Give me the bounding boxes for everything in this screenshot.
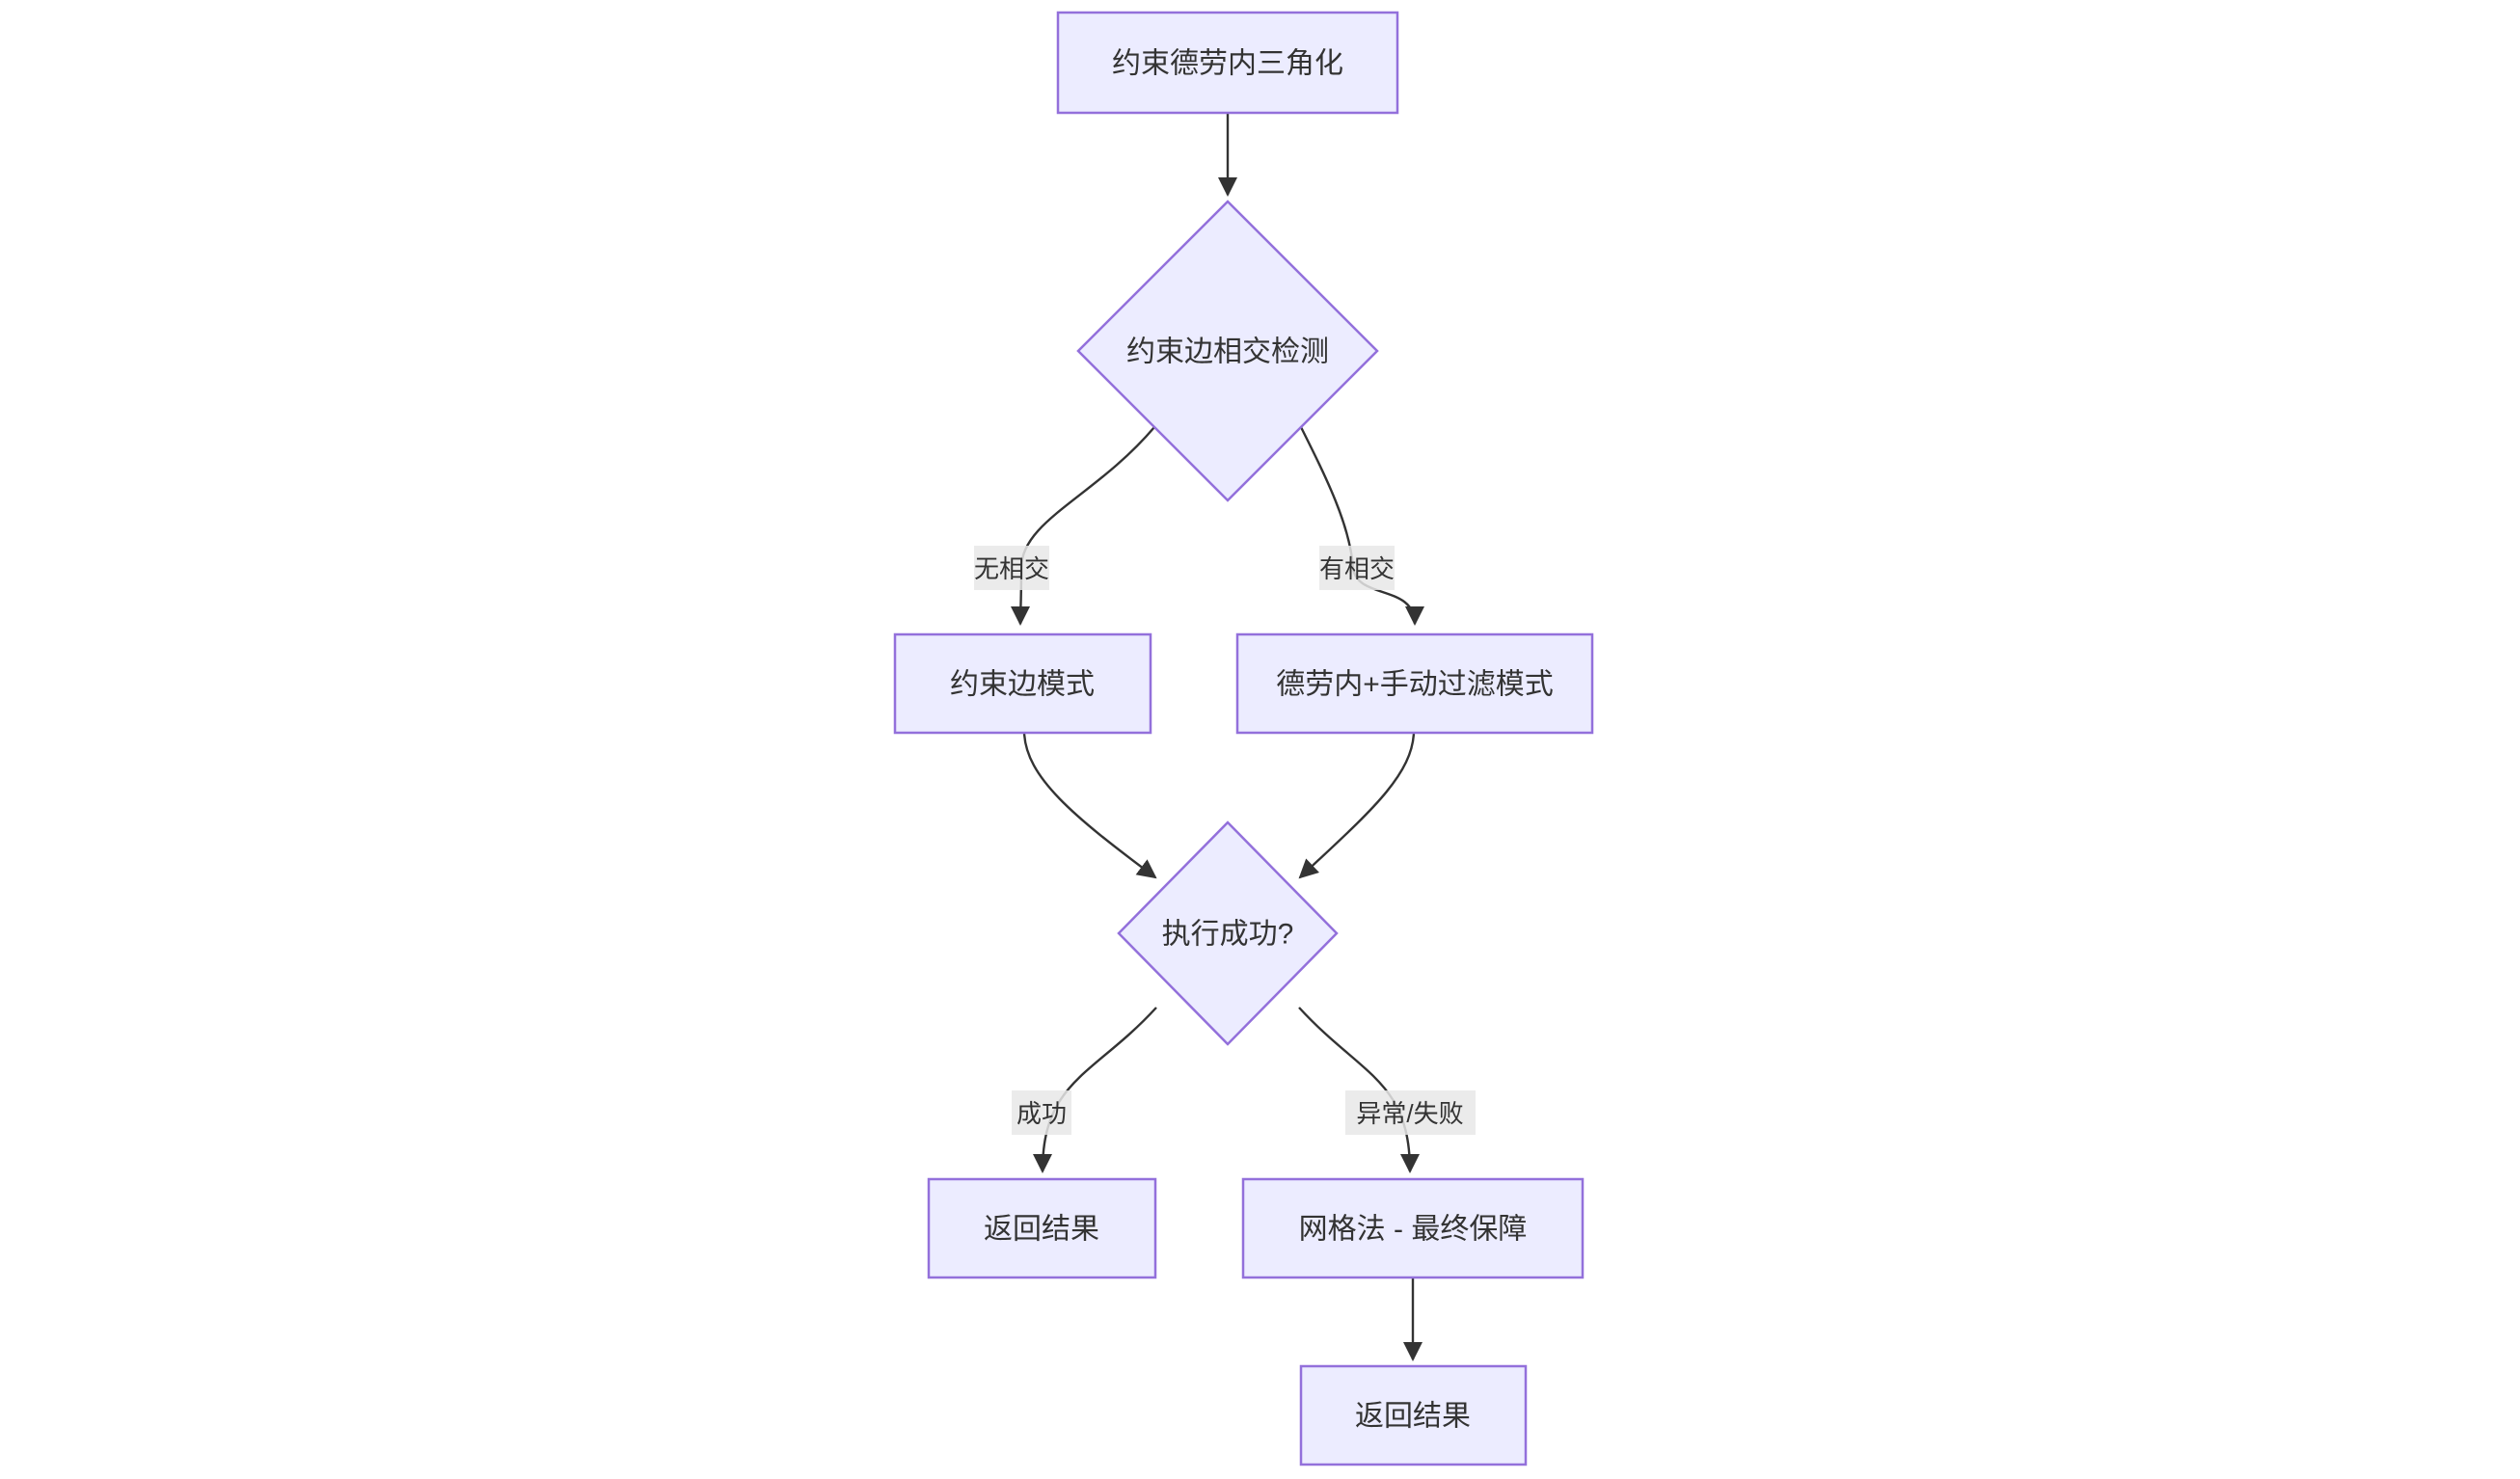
node-constrained-mode-label: 约束边模式 [950,669,1095,701]
edge-constrained-to-exec [1022,732,1157,879]
node-return-result-2-shape [1299,1364,1528,1466]
node-delaunay-filter-mode: 德劳内+手动过滤模式 [1235,632,1594,735]
edge-label-text: 异常/失败 [1356,1099,1463,1128]
edge-label-text: 无相交 [974,554,1049,583]
node-exec-success-shape [1117,820,1339,1046]
edge-label-bg [1345,1090,1476,1135]
node-return-result-2-label: 返回结果 [1355,1401,1471,1433]
node-constrained-mode-shape [893,632,1152,735]
edge-label-fail: 异常/失败 [1345,1090,1476,1135]
edge-delaunay-to-exec [1298,732,1416,879]
edge-label-no-intersect: 无相交 [974,546,1049,590]
edge-label-bg [974,546,1049,590]
edge-label-has-intersect: 有相交 [1319,546,1395,590]
node-return-result-2: 返回结果 [1299,1364,1528,1466]
edge-has-intersect [1299,426,1424,626]
node-grid-fallback: 网格法 - 最终保障 [1241,1177,1585,1279]
node-exec-success-label: 执行成功? [1162,919,1294,951]
node-start-label: 约束德劳内三角化 [1112,48,1343,80]
edge-success [1033,1007,1157,1173]
node-delaunay-filter-mode-shape [1235,632,1594,735]
node-grid-fallback-label: 网格法 - 最终保障 [1299,1214,1528,1246]
edge-no-intersect [1011,426,1155,626]
edge-label-text: 有相交 [1319,554,1395,583]
node-intersect-check-shape [1076,200,1379,502]
edge-fail [1298,1007,1420,1173]
node-return-result-1-shape [927,1177,1157,1279]
node-exec-success: 执行成功? [1117,820,1339,1046]
node-start-shape [1056,11,1399,115]
node-grid-fallback-shape [1241,1177,1585,1279]
node-start: 约束德劳内三角化 [1056,11,1399,115]
node-intersect-check-label: 约束边相交检测 [1126,336,1329,368]
edge-label-text: 成功 [1016,1099,1067,1128]
edge-label-success: 成功 [1012,1090,1071,1135]
edge-label-bg [1319,546,1395,590]
node-constrained-mode: 约束边模式 [893,632,1152,735]
node-return-result-1: 返回结果 [927,1177,1157,1279]
node-delaunay-filter-mode-label: 德劳内+手动过滤模式 [1276,669,1554,701]
node-intersect-check: 约束边相交检测 [1076,200,1379,502]
node-return-result-1-label: 返回结果 [984,1214,1099,1246]
edge-label-bg [1012,1090,1071,1135]
